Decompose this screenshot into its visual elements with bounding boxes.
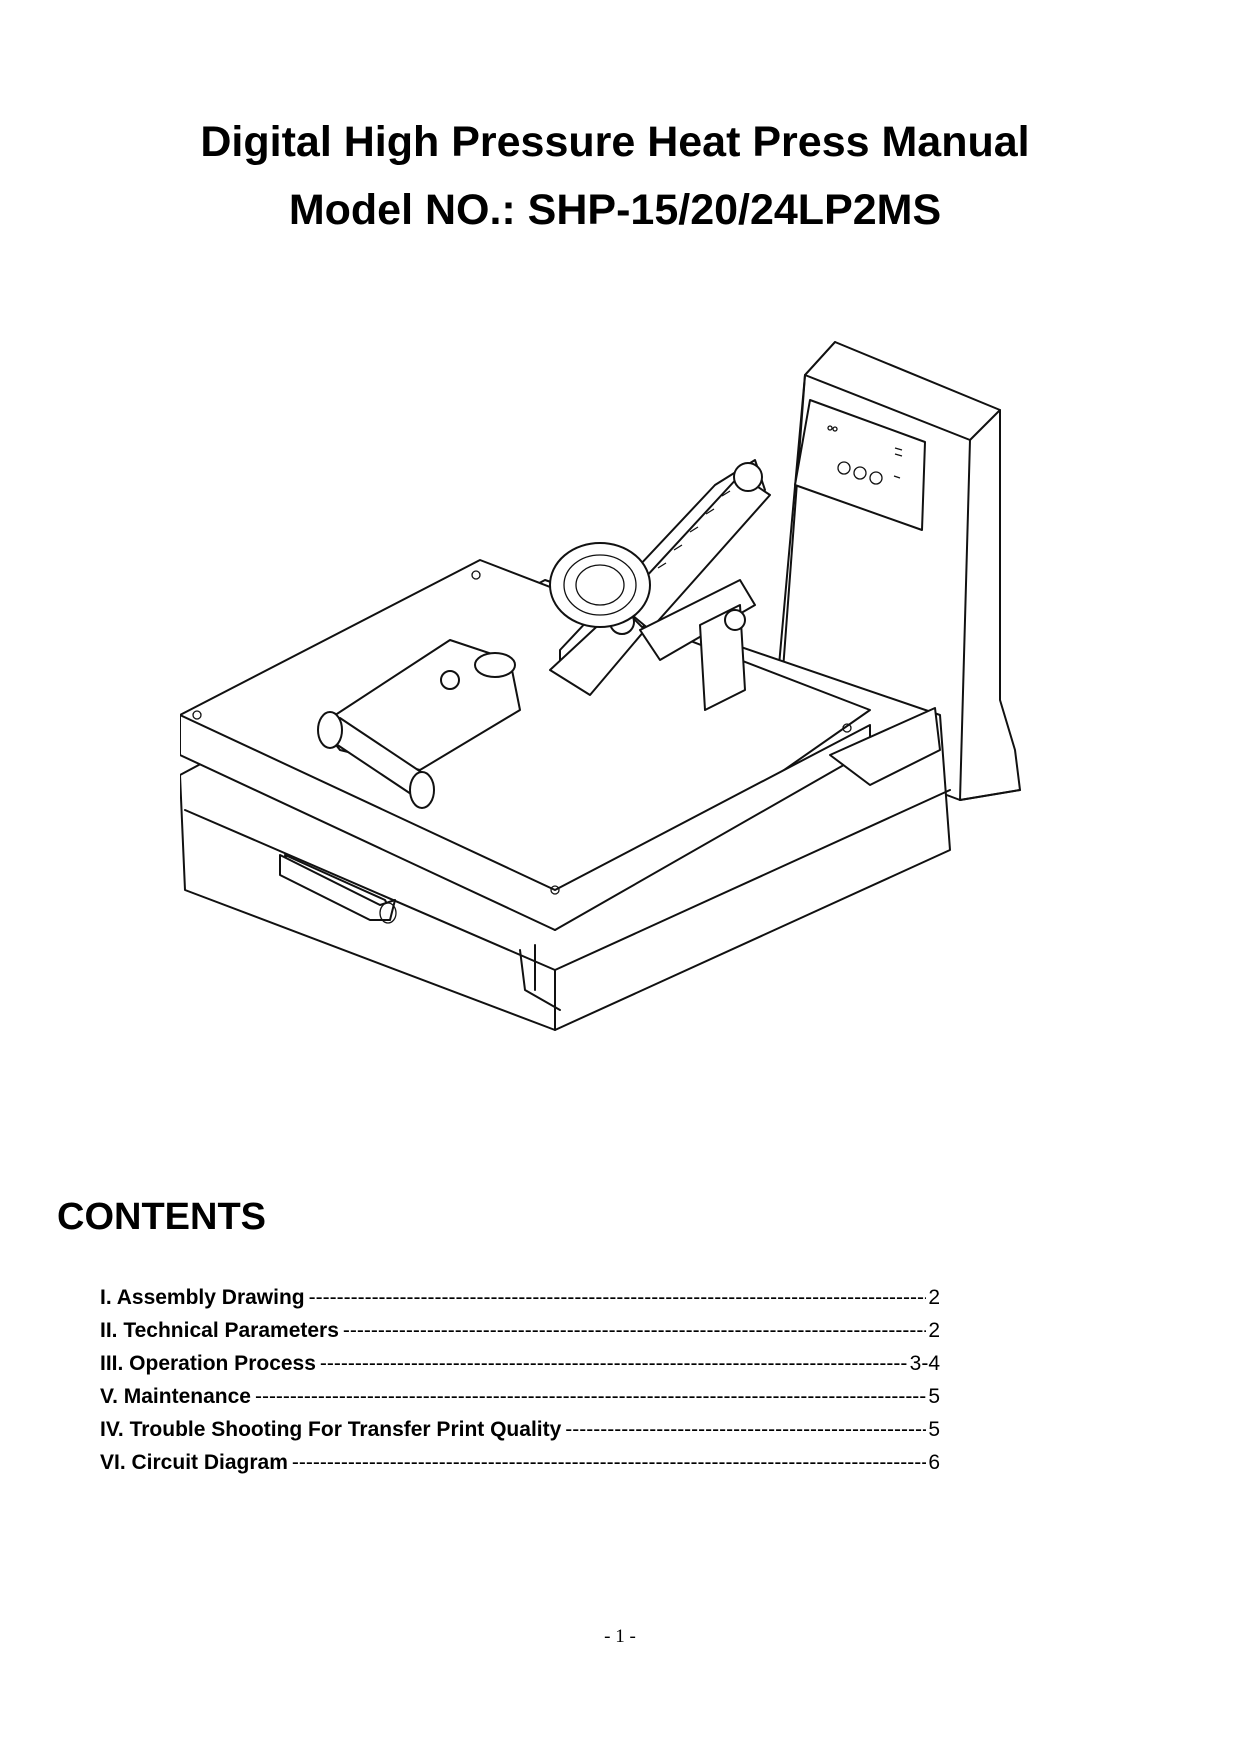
side-linkage [639, 579, 756, 711]
table-of-contents: I. Assembly Drawing --------------------… [100, 1286, 940, 1484]
toc-entry-page: 5 [928, 1385, 940, 1408]
toc-entry[interactable]: III. Operation Process -----------------… [100, 1352, 940, 1385]
toc-entry-page: 6 [928, 1451, 940, 1474]
toc-entry-label: IV. Trouble Shooting For Transfer Print … [100, 1418, 562, 1441]
toc-leader: ----------------------------------------… [291, 1451, 926, 1474]
document-title: Digital High Pressure Heat Press Manual [200, 118, 1030, 166]
toc-entry[interactable]: II. Technical Parameters ---------------… [100, 1319, 940, 1352]
toc-entry-page: 3-4 [909, 1352, 940, 1375]
contents-heading: CONTENTS [57, 1196, 266, 1238]
toc-leader: ----------------------------------------… [565, 1418, 927, 1441]
page-number: - 1 - [604, 1626, 636, 1647]
rear-rail [829, 707, 941, 786]
toc-leader: ----------------------------------------… [319, 1352, 908, 1375]
spring-housing [549, 542, 651, 628]
toc-leader: ----------------------------------------… [342, 1319, 926, 1342]
model-number: Model NO.: SHP-15/20/24LP2MS [288, 186, 942, 234]
toc-entry-label: VI. Circuit Diagram [100, 1451, 288, 1474]
heat-press-illustration [180, 341, 1021, 1031]
toc-entry-label: I. Assembly Drawing [100, 1286, 305, 1309]
handle-assembly [317, 639, 521, 809]
toc-entry-page: 2 [928, 1286, 940, 1309]
base-feet [519, 944, 561, 1011]
control-panel [794, 399, 926, 531]
toc-entry[interactable]: V. Maintenance -------------------------… [100, 1385, 940, 1418]
toc-entry[interactable]: IV. Trouble Shooting For Transfer Print … [100, 1418, 940, 1451]
toc-entry-label: II. Technical Parameters [100, 1319, 339, 1342]
toc-entry-page: 5 [928, 1418, 940, 1441]
front-handle [279, 854, 397, 924]
toc-entry-label: V. Maintenance [100, 1385, 251, 1408]
toc-leader: ----------------------------------------… [254, 1385, 927, 1408]
toc-entry[interactable]: VI. Circuit Diagram --------------------… [100, 1451, 940, 1484]
toc-entry-page: 2 [928, 1319, 940, 1342]
toc-entry-label: III. Operation Process [100, 1352, 316, 1375]
toc-entry[interactable]: I. Assembly Drawing --------------------… [100, 1286, 940, 1319]
toc-leader: ----------------------------------------… [308, 1286, 927, 1309]
